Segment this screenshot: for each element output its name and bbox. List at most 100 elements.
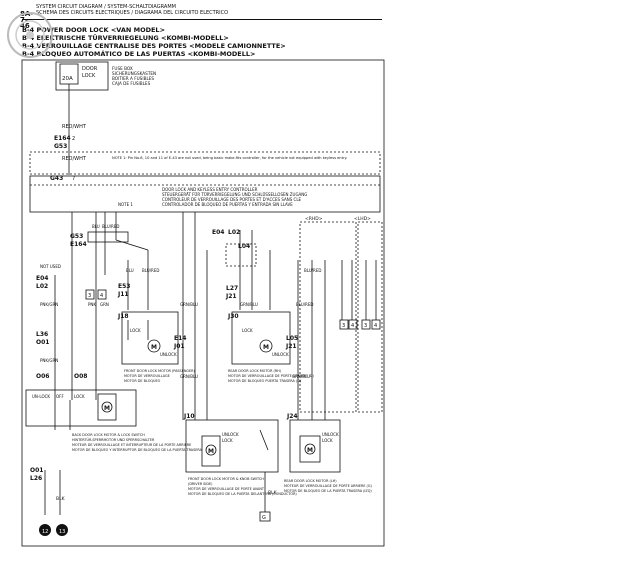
- controller-2: STEUERGERÄT FÜR TÜRVERRIEGELUNG UND SCHL…: [162, 192, 307, 197]
- wire-grn-blu-3: GRN/BLU: [240, 302, 258, 307]
- ground-13: [56, 524, 68, 536]
- note-1-label: NOTE 1: [118, 202, 133, 207]
- lock-j30: LOCK: [242, 328, 253, 333]
- not-used: NOT USED: [40, 264, 61, 269]
- back-door-2: HINTERTÜR-SPERRMOTOR UND SPERRSCHALTER: [72, 437, 155, 442]
- wire-grn-blu-2: GRN/BLU: [180, 374, 198, 379]
- front-pass-1: FRONT DOOR LOCK MOTOR (PASSENGER): [124, 369, 195, 373]
- fuse-box-2: SICHERUNGSKASTEN: [112, 71, 156, 76]
- title-de: B-4 ELEKTRISCHE TÜRVERRIEGELUNG <KOMBI-M…: [22, 34, 229, 42]
- wire-pnk-grn-1: PNK/GRN: [40, 302, 58, 307]
- controller-4: CONTROLADOR DE BLOQUEO DE PUERTAS Y ENTR…: [162, 202, 293, 207]
- wire-blu-2: BLU: [126, 268, 134, 273]
- wire-grn-blu-1: GRN/BLU: [180, 302, 198, 307]
- back-door-4: MOTOR DE BLOQUEO Y INTERRUPTOR DE BLOQUE…: [72, 448, 203, 452]
- conn-l02: L02: [36, 283, 48, 290]
- diagram-frame: [21, 59, 385, 547]
- term-box-3b: 3: [342, 323, 345, 329]
- fuse-box-3: BOITIER A FUSIBLES: [112, 76, 154, 81]
- conn-l05: L05: [286, 335, 298, 342]
- conn-j10: J10: [183, 413, 195, 420]
- term-7: 7: [72, 176, 75, 182]
- term-box-3c: 3: [364, 323, 367, 329]
- controller-3: CONTROLEUR DE VERROUILLAGE DES PORTES ET…: [162, 197, 302, 202]
- wire-blu-red-4: BLU/RED: [296, 302, 313, 307]
- j10-driver-box: [185, 419, 279, 473]
- conn-l36: L36: [36, 331, 48, 338]
- conn-g53b: G53: [70, 233, 83, 240]
- region-rhd: <RHD>: [305, 216, 323, 222]
- conn-g43: G43: [50, 175, 63, 182]
- conn-e53: E53: [118, 283, 130, 290]
- fuse-box: [55, 61, 109, 91]
- conn-j11: J11: [117, 291, 129, 298]
- wire-red-wht-1: RED/WHT: [62, 124, 87, 130]
- ground-12: [39, 524, 51, 536]
- rear-lh-2: MOTEUR DE VERROUILLAGE DE PORTE ARRIERE …: [284, 484, 372, 488]
- ground-symbols: [39, 524, 68, 536]
- conn-g53: G53: [54, 143, 67, 150]
- driver-4: MOTOR DE BLOQUEO DE LA PUERTA DELANTERA …: [188, 492, 297, 496]
- switch-unlock: UN-LOCK: [32, 394, 50, 399]
- j24-box: [289, 419, 341, 473]
- term-2: 2: [72, 136, 75, 142]
- diagram-titles: B-4 POWER DOOR LOCK <VAN MODEL> B-4 ELEK…: [22, 26, 286, 58]
- term-box-3: 3: [88, 293, 91, 299]
- switch-off: OFF: [56, 394, 64, 399]
- j30-motor-box: [231, 311, 291, 365]
- watermark-logo: [7, 12, 53, 58]
- title-fr: B-4 VERROUILLAGE CENTRALISE DES PORTES <…: [22, 42, 286, 50]
- ground-box-label: G: [262, 515, 266, 521]
- wire-grn-blu-4: GRN/BLU: [292, 374, 310, 379]
- term-box-4b: 4: [351, 323, 354, 329]
- rear-rh-1: REAR DOOR LOCK MOTOR (RH): [228, 369, 282, 373]
- conn-l27: L27: [226, 285, 238, 292]
- rear-rh-3: MOTOR DE BLOQUEO PUERTA TRASERA (D): [228, 379, 302, 383]
- wire-blk-1: BLK: [56, 496, 66, 502]
- wire-blu-red-3: BLU/RED: [304, 268, 321, 273]
- wire-red-wht-2: RED/WHT: [62, 156, 87, 162]
- conn-o01: O01: [36, 339, 49, 346]
- conn-j30: J30: [227, 313, 239, 320]
- note-region: [29, 151, 381, 175]
- front-pass-3: MOTOR DE BLOQUEO: [124, 379, 161, 383]
- conn-e04: E04: [36, 275, 48, 282]
- lock-j10: LOCK: [222, 438, 233, 443]
- motor-j18: M: [151, 344, 157, 351]
- motor-j10: M: [208, 448, 214, 455]
- system-line-1: SYSTEM CIRCUIT DIAGRAM / SYSTEM-SCHALTDI…: [36, 4, 176, 10]
- term-box-4c: 4: [374, 323, 377, 329]
- rear-lh-3: MOTOR DE BLOQUEO DE LA PUERTA TRASERA (I…: [284, 489, 372, 493]
- header-rule: [22, 19, 382, 20]
- back-door-1: BACK DOOR LOCK MOTOR & LOCK SWITCH: [72, 433, 145, 437]
- term-box-4: 4: [100, 293, 103, 299]
- wire-grn-1: GRN: [100, 302, 109, 307]
- conn-o08: O08: [74, 373, 87, 380]
- fuse-rating: 20A: [62, 76, 73, 82]
- conn-j18: J18: [117, 313, 129, 320]
- lock-j18: LOCK: [130, 328, 141, 333]
- fuse-box-4: CAJA DE FUSIBLES: [112, 81, 151, 86]
- driver-2: (DRIVER SIDE): [188, 482, 213, 486]
- motor-j30: M: [263, 344, 269, 351]
- conn-e164b: E164: [70, 241, 87, 248]
- wire-blu-1: BLU: [92, 224, 100, 229]
- wire-blu-red-1: BLU/RED: [102, 224, 119, 229]
- j18-motor-box: [121, 311, 179, 365]
- back-door-3: MOTEUR DE VERROUILLAGE ET INTERRUPTEUR D…: [72, 443, 191, 447]
- conn-o01b: O01: [30, 467, 43, 474]
- conn-l26: L26: [30, 475, 42, 482]
- controller-block: [29, 175, 381, 213]
- lock-j24: LOCK: [322, 438, 333, 443]
- conn-j24: J24: [286, 413, 298, 420]
- wire-blu-red-2: BLU/RED: [142, 268, 159, 273]
- motor-j24: M: [307, 447, 313, 454]
- ground-num-12: 12: [42, 529, 48, 535]
- unlock-j24: UNLOCK: [322, 432, 339, 437]
- conn-j01: J01: [173, 343, 185, 350]
- wire-pnk-1: PNK: [88, 302, 96, 307]
- motor-back: M: [104, 405, 110, 412]
- wire-blk-2: BLK: [268, 490, 278, 496]
- title-es: B-4 BLOQUEO AUTOMÁTICO DE LAS PUERTAS <K…: [22, 50, 256, 58]
